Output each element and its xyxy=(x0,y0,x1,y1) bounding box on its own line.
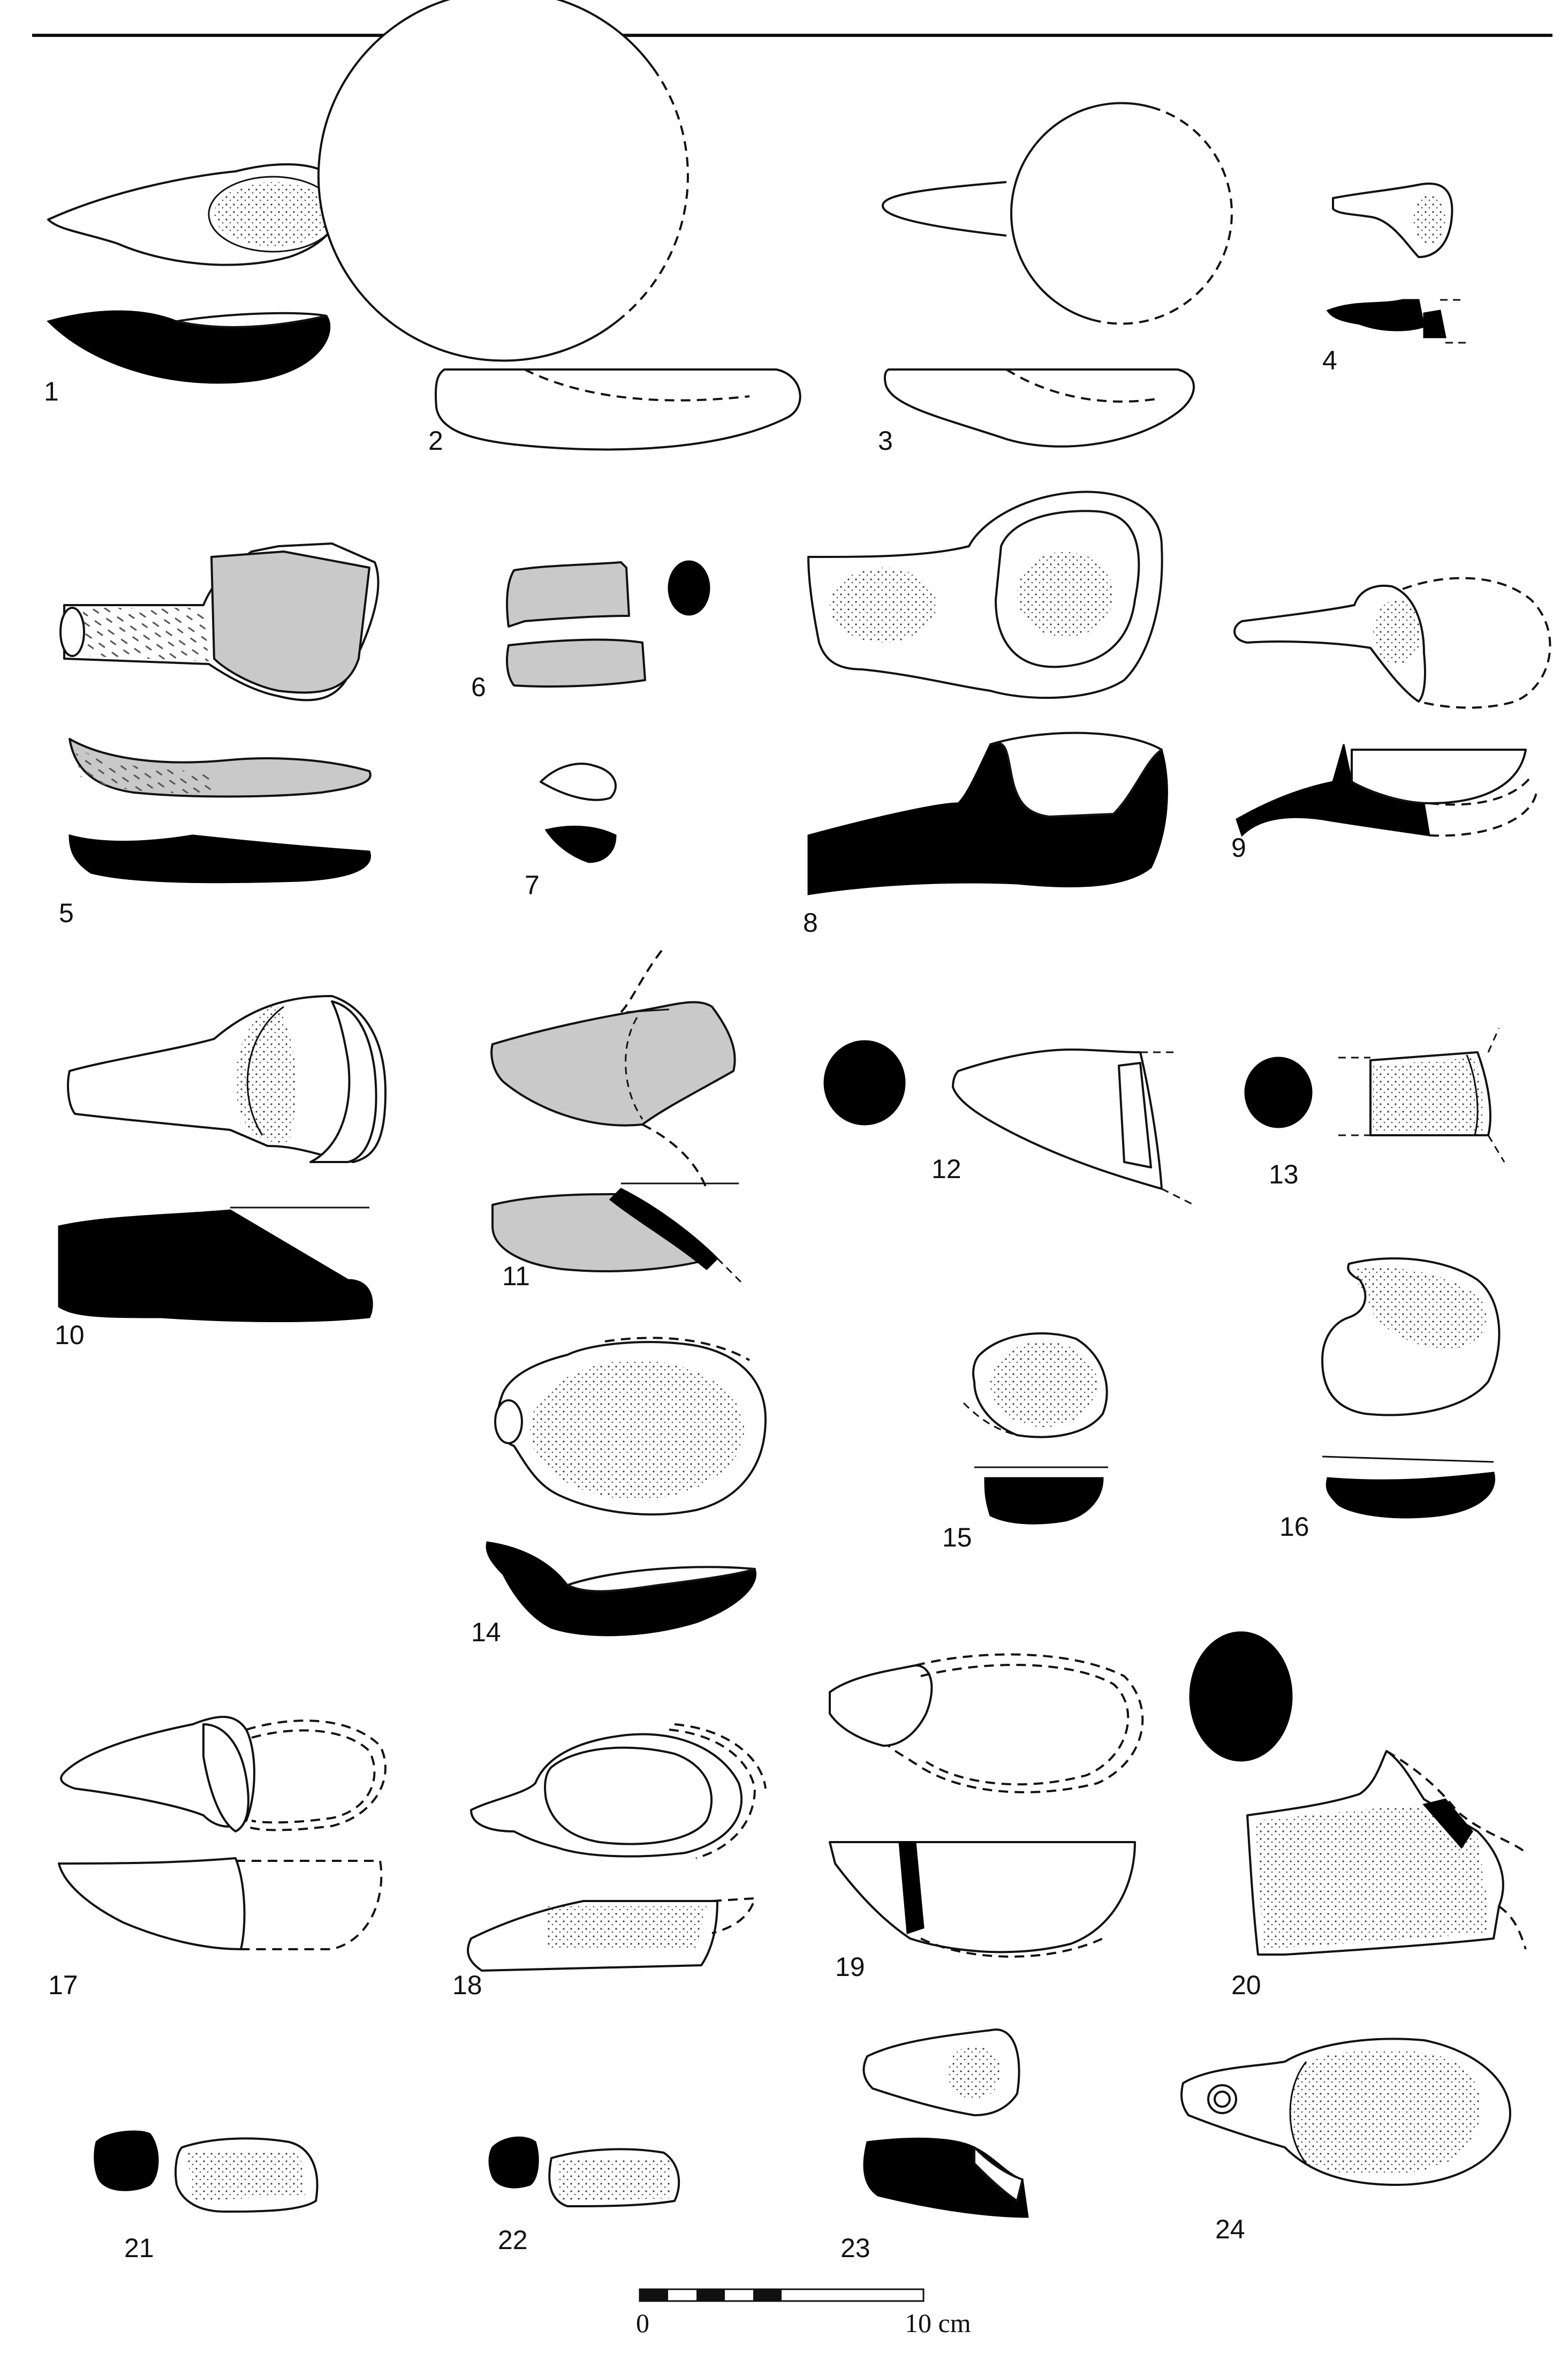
figure-13-drawing xyxy=(1244,1028,1505,1163)
figure-2-drawing xyxy=(317,0,801,451)
figure-label-21: 21 xyxy=(124,2233,154,2263)
figure-6-drawing xyxy=(506,560,710,688)
figure-3-drawing xyxy=(881,102,1233,448)
figure-label-18: 18 xyxy=(452,1970,482,2000)
figure-18-drawing xyxy=(467,1723,767,1972)
figure-15-drawing xyxy=(963,1332,1108,1525)
scale-end-label: 10 cm xyxy=(905,2308,971,2338)
figure-label-3: 3 xyxy=(878,426,893,456)
figure-label-16: 16 xyxy=(1279,1512,1309,1542)
figure-22-drawing xyxy=(488,2136,680,2207)
scale-bar: 0 10 cm xyxy=(636,2288,971,2338)
figure-label-6: 6 xyxy=(471,672,486,702)
figure-label-8: 8 xyxy=(803,908,818,938)
figure-label-9: 9 xyxy=(1231,833,1246,863)
figure-label-15: 15 xyxy=(942,1522,972,1552)
figure-24-drawing xyxy=(1180,2038,1511,2186)
figure-19-drawing xyxy=(829,1653,1144,1958)
figure-label-14: 14 xyxy=(471,1617,501,1647)
figure-label-10: 10 xyxy=(55,1320,85,1350)
figure-label-22: 22 xyxy=(498,2225,528,2255)
figure-20-drawing xyxy=(1189,1631,1527,1956)
figure-label-2: 2 xyxy=(428,426,443,456)
figure-label-5: 5 xyxy=(59,898,74,928)
figure-14-drawing xyxy=(486,1337,767,1636)
figure-label-13: 13 xyxy=(1269,1159,1299,1189)
figure-5-drawing xyxy=(59,542,380,884)
figure-4-drawing xyxy=(1326,182,1467,344)
figure-label-4: 4 xyxy=(1322,345,1337,375)
figure-label-7: 7 xyxy=(525,870,540,900)
figure-16-drawing xyxy=(1321,1257,1501,1519)
figure-label-17: 17 xyxy=(48,1970,78,2000)
figure-label-24: 24 xyxy=(1215,2214,1245,2244)
figure-23-drawing xyxy=(862,2028,1029,2218)
figure-label-12: 12 xyxy=(931,1154,961,1184)
figure-21-drawing xyxy=(94,2130,319,2213)
figure-8-drawing xyxy=(807,491,1168,895)
figure-17-drawing xyxy=(58,1716,387,1950)
figure-11-drawing xyxy=(490,947,745,1286)
scale-start-label: 0 xyxy=(636,2308,649,2338)
figure-label-11: 11 xyxy=(502,1261,530,1291)
figure-12-drawing xyxy=(823,1040,1194,1206)
figure-label-19: 19 xyxy=(835,1952,865,1982)
figure-10-drawing xyxy=(58,995,387,1322)
figure-7-drawing xyxy=(540,763,617,863)
figure-label-1: 1 xyxy=(44,376,59,406)
figure-9-drawing xyxy=(1233,577,1551,837)
figure-label-23: 23 xyxy=(840,2233,870,2263)
figure-label-20: 20 xyxy=(1231,1970,1261,2000)
figure-1-drawing xyxy=(47,163,342,384)
